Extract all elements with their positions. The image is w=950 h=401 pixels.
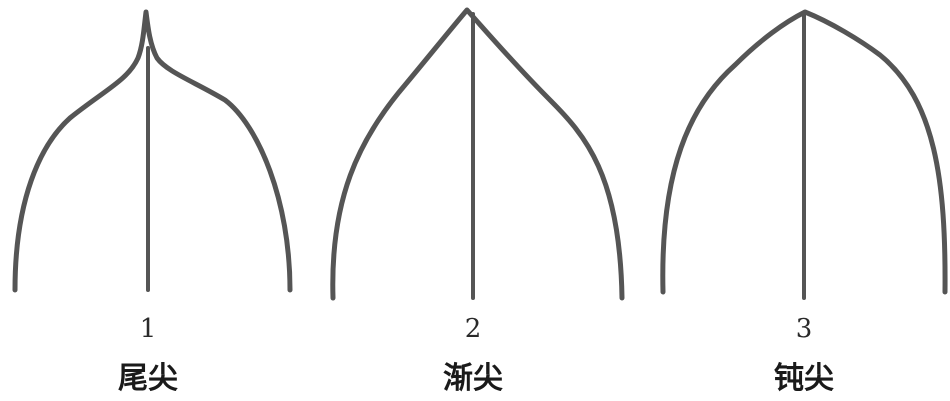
leaf-outline-caudate [15,12,290,290]
panel-acuminate: 2 渐尖 [333,10,622,396]
leaf-outline-acuminate [333,10,622,298]
panel-name-1: 尾尖 [118,361,178,396]
panel-number-2: 2 [465,314,482,344]
panel-number-3: 3 [796,314,813,344]
panel-name-3: 钝尖 [774,361,834,396]
panel-number-1: 1 [140,314,157,344]
panel-caudate: 1 尾尖 [15,12,290,396]
panel-obtuse: 3 钝尖 [663,12,945,396]
panel-name-2: 渐尖 [443,361,503,396]
